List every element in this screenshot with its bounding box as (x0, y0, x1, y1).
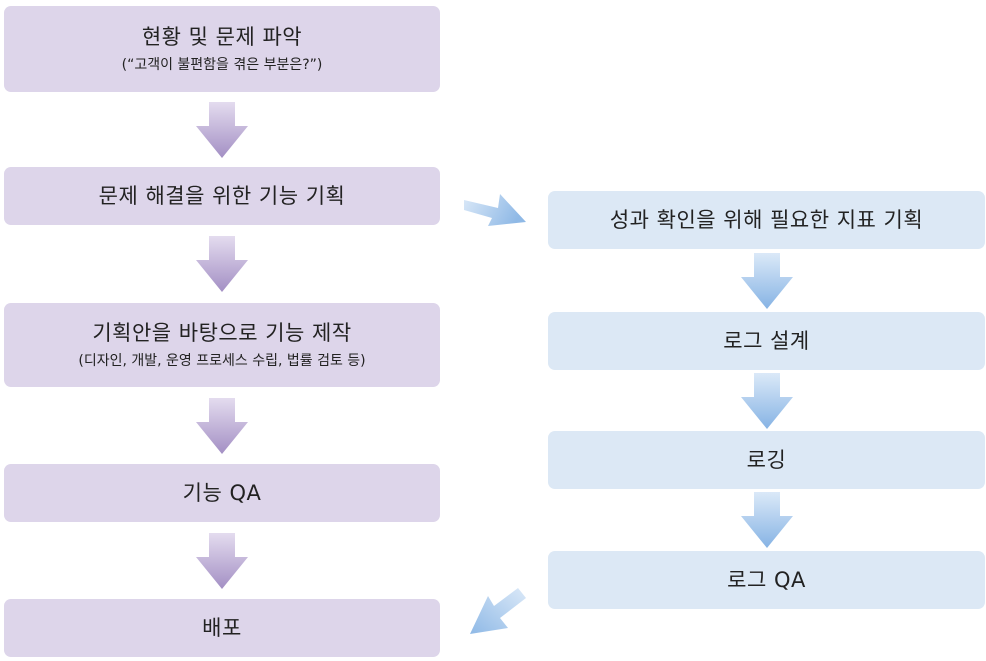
step-title: 기획안을 바탕으로 기능 제작 (92, 321, 352, 346)
flow-step-log-qa: 로그 QA (548, 551, 985, 609)
flow-step-deploy: 배포 (4, 599, 440, 657)
step-subtitle: (“고객이 불편함을 겪은 부분은?”) (121, 56, 323, 73)
arrow-right-icon (464, 194, 526, 226)
step-subtitle: (디자인, 개발, 운영 프로세스 수립, 법률 검토 등) (78, 352, 366, 369)
arrow-down-icon (196, 236, 248, 292)
step-title: 기능 QA (182, 480, 262, 505)
flow-step-feature-build: 기획안을 바탕으로 기능 제작 (디자인, 개발, 운영 프로세스 수립, 법률… (4, 303, 440, 387)
flow-step-log-design: 로그 설계 (548, 312, 985, 370)
flow-step-metric-planning: 성과 확인을 위해 필요한 지표 기획 (548, 191, 985, 249)
step-title: 현황 및 문제 파악 (141, 25, 303, 50)
arrow-down-icon (741, 373, 793, 429)
arrow-down-icon (741, 253, 793, 309)
step-title: 로깅 (746, 447, 787, 472)
arrow-down-icon (741, 492, 793, 548)
flow-step-feature-planning: 문제 해결을 위한 기능 기획 (4, 167, 440, 225)
step-title: 문제 해결을 위한 기능 기획 (98, 183, 346, 208)
arrow-down-icon (196, 102, 248, 158)
arrow-down-icon (196, 533, 248, 589)
step-title: 로그 QA (727, 567, 806, 592)
step-title: 로그 설계 (723, 328, 810, 353)
step-title: 배포 (202, 615, 242, 640)
arrow-down-left-icon (470, 588, 526, 634)
arrow-down-icon (196, 398, 248, 454)
flow-step-status-analysis: 현황 및 문제 파악 (“고객이 불편함을 겪은 부분은?”) (4, 6, 440, 92)
flow-step-logging: 로깅 (548, 431, 985, 489)
step-title: 성과 확인을 위해 필요한 지표 기획 (609, 207, 924, 232)
flow-step-feature-qa: 기능 QA (4, 464, 440, 522)
